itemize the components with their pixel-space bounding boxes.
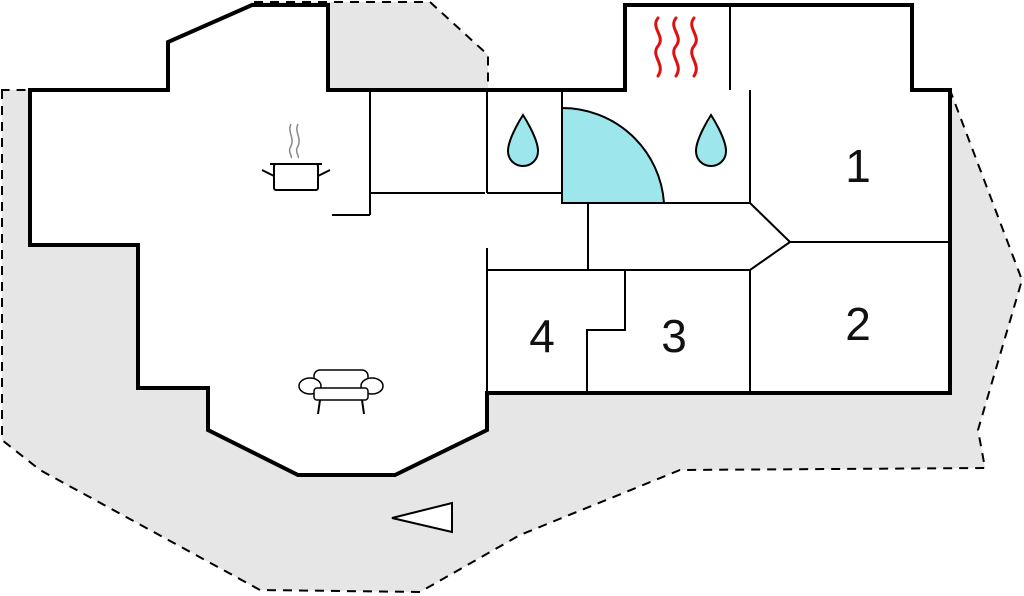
heat-waves-icon	[654, 16, 698, 78]
house-floor	[30, 5, 950, 475]
sofa-icon	[298, 369, 384, 415]
cooking-pot-icon	[261, 123, 331, 191]
room-number-4: 4	[529, 310, 555, 362]
shower-icon	[561, 106, 666, 204]
entrance-arrow-icon	[391, 501, 453, 534]
water-drop-icon	[694, 113, 728, 168]
room-number-2: 2	[845, 298, 871, 350]
room-number-3: 3	[661, 310, 687, 362]
room-number-1: 1	[845, 140, 871, 192]
water-drop-icon	[506, 113, 540, 168]
